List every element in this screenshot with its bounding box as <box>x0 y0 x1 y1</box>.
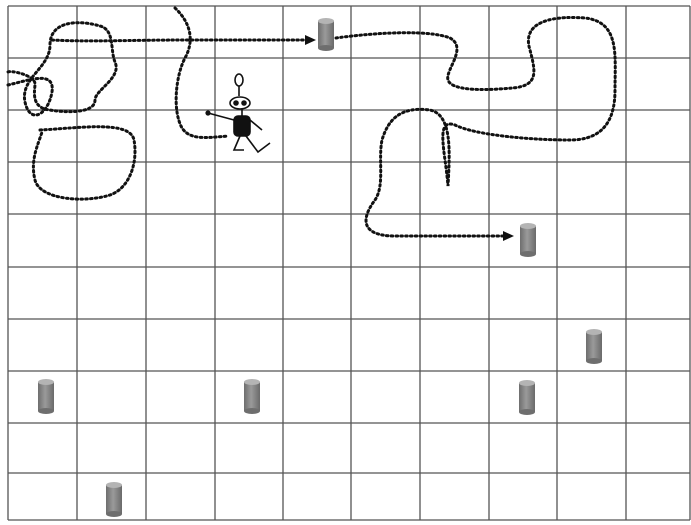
cylinder-icon <box>586 329 602 364</box>
robot-eye <box>242 101 246 105</box>
cylinder-body <box>38 382 54 411</box>
cylinder-body <box>106 485 122 514</box>
cylinder-body <box>586 332 602 361</box>
cylinder-top <box>106 482 122 488</box>
cylinder-body <box>520 226 536 254</box>
robot-eye <box>234 101 238 105</box>
cylinder-icon <box>520 223 536 257</box>
cylinder-icon <box>244 379 260 414</box>
cylinder-top <box>586 329 602 335</box>
cylinder-icon <box>519 380 535 415</box>
cylinder-bottom <box>519 409 535 415</box>
robot-body <box>234 116 250 136</box>
cylinder-icon <box>318 18 334 51</box>
cylinder-body <box>519 383 535 412</box>
cylinder-top <box>244 379 260 385</box>
cylinder-bottom <box>520 251 536 257</box>
cylinder-top <box>519 380 535 386</box>
cylinder-top <box>38 379 54 385</box>
cylinder-top <box>318 18 334 24</box>
cylinder-body <box>244 382 260 411</box>
cylinder-bottom <box>106 511 122 517</box>
cylinder-body <box>318 21 334 48</box>
cylinder-icon <box>106 482 122 517</box>
cylinder-top <box>520 223 536 229</box>
cylinder-bottom <box>244 408 260 414</box>
cylinder-bottom <box>318 45 334 51</box>
cylinder-bottom <box>38 408 54 414</box>
cylinder-bottom <box>586 358 602 364</box>
robot-hand <box>206 111 210 115</box>
cylinder-icon <box>38 379 54 414</box>
